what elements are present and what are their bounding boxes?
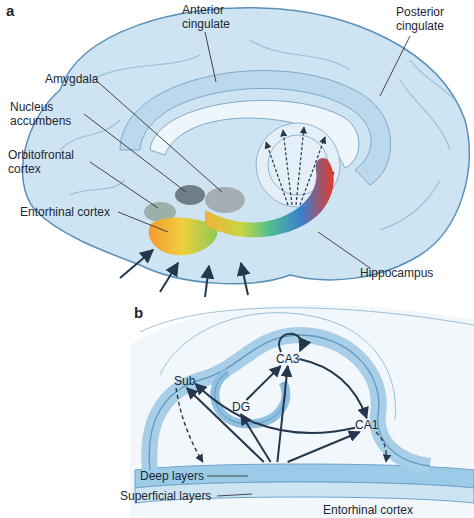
brain-medial-view xyxy=(296,127,304,205)
region-name: Sub xyxy=(174,374,195,388)
brain-medial-view xyxy=(250,40,350,70)
brain-medial-view xyxy=(410,60,455,100)
brain-medial-view xyxy=(400,80,450,150)
region-label: Nucleus accumbens xyxy=(10,100,84,128)
brain-medial-view xyxy=(205,187,245,213)
projection-arrow xyxy=(187,388,264,462)
region-label: Deep layers xyxy=(140,469,204,483)
brain-medial-view xyxy=(283,130,292,205)
region-node: CA3 xyxy=(276,352,299,366)
region-label: Anterior cingulate xyxy=(182,3,244,31)
leader-line xyxy=(98,82,222,192)
brain-medial-view xyxy=(90,55,200,80)
leader-line xyxy=(84,114,186,192)
leader-line xyxy=(318,232,370,268)
brain-medial-view xyxy=(120,250,153,278)
projection-arrow xyxy=(288,432,360,462)
region-name: CA3 xyxy=(276,352,299,366)
hippocampal-section xyxy=(215,372,286,424)
brain-medial-view xyxy=(241,263,248,295)
recurrent-loop xyxy=(279,334,302,352)
region-node: Sub xyxy=(174,374,195,388)
leader-line xyxy=(90,162,158,208)
region-node: CA1 xyxy=(355,418,378,432)
brain-medial-view xyxy=(205,158,334,237)
leader-line xyxy=(207,476,248,477)
hippocampal-section xyxy=(149,335,430,470)
hippocampal-section xyxy=(149,335,430,470)
brain-medial-view xyxy=(175,185,205,205)
brain-medial-view xyxy=(205,266,209,297)
region-node: DG xyxy=(232,400,250,414)
brain-medial-view xyxy=(120,250,248,297)
leader-line xyxy=(207,476,252,496)
leader-line xyxy=(84,32,410,268)
brain-medial-view xyxy=(70,180,125,195)
brain-medial-view xyxy=(160,263,178,292)
panel-letter: a xyxy=(6,2,14,20)
panel-letter: b xyxy=(134,304,143,322)
recurrent-loop xyxy=(279,334,302,352)
brain-medial-view xyxy=(60,40,455,230)
brain-medial-view xyxy=(23,8,470,284)
feedback-arrow xyxy=(176,388,203,462)
region-label: Superficial layers xyxy=(120,489,211,503)
brain-medial-view xyxy=(266,142,288,205)
region-name: CA1 xyxy=(355,418,378,432)
brain-medial-view xyxy=(380,180,440,230)
region-label: Orbitofrontal cortex xyxy=(8,148,90,176)
region-name: Entorhinal cortex xyxy=(323,503,413,517)
region-name: DG xyxy=(232,400,250,414)
feedback-arrow xyxy=(376,432,386,462)
cortex-band: Entorhinal cortex xyxy=(135,462,474,518)
region-label: Amygdala xyxy=(45,72,98,86)
projection-arrow xyxy=(195,384,355,433)
region-label: Entorhinal cortex xyxy=(20,205,110,219)
projection-arrow xyxy=(241,414,271,462)
brain-medial-view xyxy=(120,71,391,185)
leader-line xyxy=(217,494,252,496)
hippocampal-section xyxy=(130,305,474,518)
hippocampal-section xyxy=(130,305,474,518)
leader-line xyxy=(380,36,410,96)
projection-arrow xyxy=(299,359,366,418)
hippocampal-section xyxy=(215,372,286,424)
projection-arrow xyxy=(277,366,287,462)
projection-arrow xyxy=(246,366,280,400)
region-label: Posterior cingulate xyxy=(396,5,462,33)
brain-medial-view xyxy=(23,8,470,297)
leader-line xyxy=(118,212,168,232)
region-label: Hippocampus xyxy=(360,266,433,280)
leader-line xyxy=(205,32,216,82)
